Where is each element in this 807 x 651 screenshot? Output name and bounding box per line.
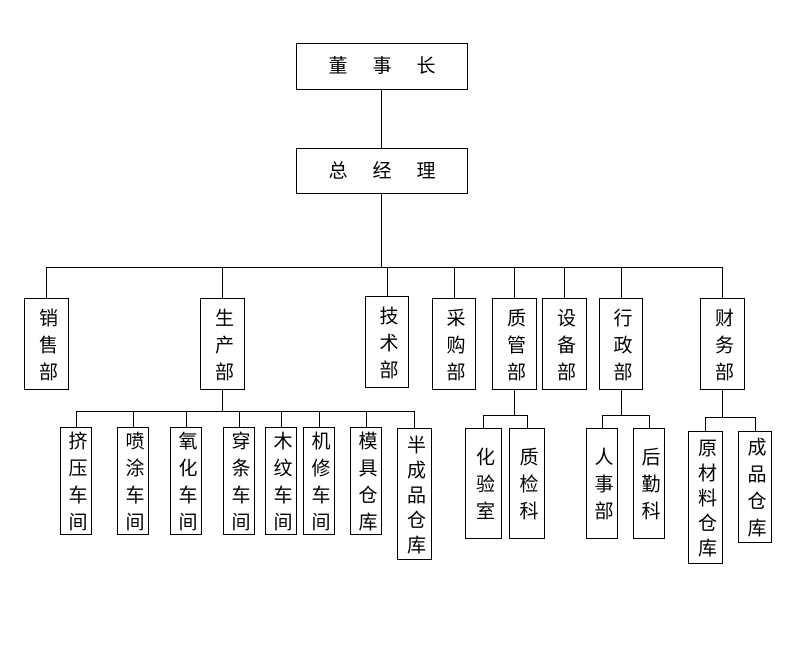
connector-drop-spray-coating-workshop (133, 411, 134, 427)
org-node-label: 穿条车间 (228, 431, 250, 539)
org-node-hr-dept: 人事部 (586, 428, 618, 539)
org-node-spray-coating-workshop: 喷涂车间 (117, 427, 149, 539)
org-node-label: 财务部 (712, 307, 733, 389)
org-node-quality-inspection-section: 质检科 (509, 428, 545, 539)
org-node-purchasing-dept: 采购部 (432, 298, 476, 390)
connector-drop-laboratory (483, 415, 484, 428)
org-node-technology-dept: 技术部 (365, 296, 409, 388)
org-node-sales-dept: 销售部 (24, 298, 69, 390)
connector-production-trunk (222, 390, 223, 411)
org-node-chairman: 董事长 (296, 43, 468, 90)
org-node-label: 董事长 (328, 56, 461, 77)
org-node-label: 原材料仓库 (695, 438, 716, 563)
org-node-general-manager: 总经理 (296, 148, 468, 194)
org-node-label: 设备部 (554, 307, 575, 389)
org-node-equipment-dept: 设备部 (542, 298, 587, 390)
connector-admin-bus (602, 415, 649, 416)
connector-gm-trunk (381, 194, 382, 267)
org-node-raw-material-warehouse: 原材料仓库 (688, 431, 723, 564)
org-node-wood-grain-workshop: 木纹车间 (265, 427, 297, 539)
org-node-label: 后勤科 (638, 447, 660, 528)
org-node-semi-finished-warehouse: 半成品仓库 (397, 428, 432, 560)
connector-drop-extrusion-workshop (76, 411, 77, 427)
connector-drop-wood-grain-workshop (281, 411, 282, 427)
connector-drop-production-dept (222, 267, 223, 298)
org-node-logistics-section: 后勤科 (633, 428, 665, 539)
org-node-laboratory: 化验室 (465, 428, 502, 539)
connector-drop-hr-dept (602, 415, 603, 428)
org-node-label: 技术部 (376, 305, 398, 387)
connector-drop-thermal-break-workshop (239, 411, 240, 427)
org-node-label: 采购部 (443, 307, 465, 389)
org-node-label: 成品仓库 (744, 437, 766, 545)
org-node-label: 氧化车间 (175, 431, 197, 539)
org-node-thermal-break-workshop: 穿条车间 (223, 427, 255, 539)
connector-drop-oxidation-workshop (186, 411, 187, 427)
connector-finance-bus (705, 417, 755, 418)
connector-drop-machine-repair-workshop (319, 411, 320, 427)
connector-drop-mold-warehouse (366, 411, 367, 427)
connector-quality-bus (483, 415, 527, 416)
org-node-finished-goods-warehouse: 成品仓库 (738, 431, 772, 545)
org-node-label: 生产部 (212, 307, 233, 389)
org-node-machine-repair-workshop: 机修车间 (303, 427, 335, 539)
org-node-label: 机修车间 (308, 431, 330, 539)
org-node-label: 挤压车间 (65, 431, 87, 539)
org-node-extrusion-workshop: 挤压车间 (60, 427, 92, 539)
org-node-label: 总经理 (328, 160, 461, 182)
connector-drop-admin-dept (621, 267, 622, 298)
connector-drop-finance-dept (722, 267, 723, 298)
connector-drop-semi-finished-warehouse (414, 411, 415, 428)
connector-departments-bus (46, 267, 723, 268)
connector-admin-trunk (621, 390, 622, 415)
connector-drop-quality-inspection (527, 415, 528, 428)
org-node-production-dept: 生产部 (200, 298, 245, 390)
org-node-label: 质检科 (516, 447, 538, 528)
connector-drop-equipment-dept (564, 267, 565, 298)
connector-drop-purchasing-dept (454, 267, 455, 298)
org-node-label: 质管部 (504, 307, 525, 389)
connector-chairman-gm (381, 90, 382, 148)
connector-production-bus (76, 411, 415, 412)
org-node-label: 人事部 (591, 447, 613, 528)
connector-drop-raw-material-warehouse (705, 417, 706, 431)
connector-quality-trunk (514, 390, 515, 415)
org-node-label: 行政部 (610, 307, 632, 389)
org-node-label: 半成品仓库 (404, 434, 425, 560)
org-node-label: 模具仓库 (355, 431, 377, 539)
connector-drop-quality-dept (514, 267, 515, 298)
connector-drop-logistics-section (649, 415, 650, 428)
connector-drop-finished-goods-warehouse (755, 417, 756, 431)
org-node-oxidation-workshop: 氧化车间 (170, 427, 202, 539)
org-node-label: 喷涂车间 (122, 431, 144, 539)
connector-finance-trunk (722, 390, 723, 417)
org-node-admin-dept: 行政部 (599, 298, 643, 390)
org-node-mold-warehouse: 模具仓库 (350, 427, 382, 539)
org-node-quality-dept: 质管部 (492, 298, 537, 390)
org-node-label: 销售部 (36, 307, 57, 389)
connector-drop-sales-dept (46, 267, 47, 298)
org-node-label: 木纹车间 (270, 431, 292, 539)
org-node-finance-dept: 财务部 (700, 298, 745, 390)
connector-drop-technology-dept (387, 267, 388, 298)
org-node-label: 化验室 (473, 447, 494, 528)
